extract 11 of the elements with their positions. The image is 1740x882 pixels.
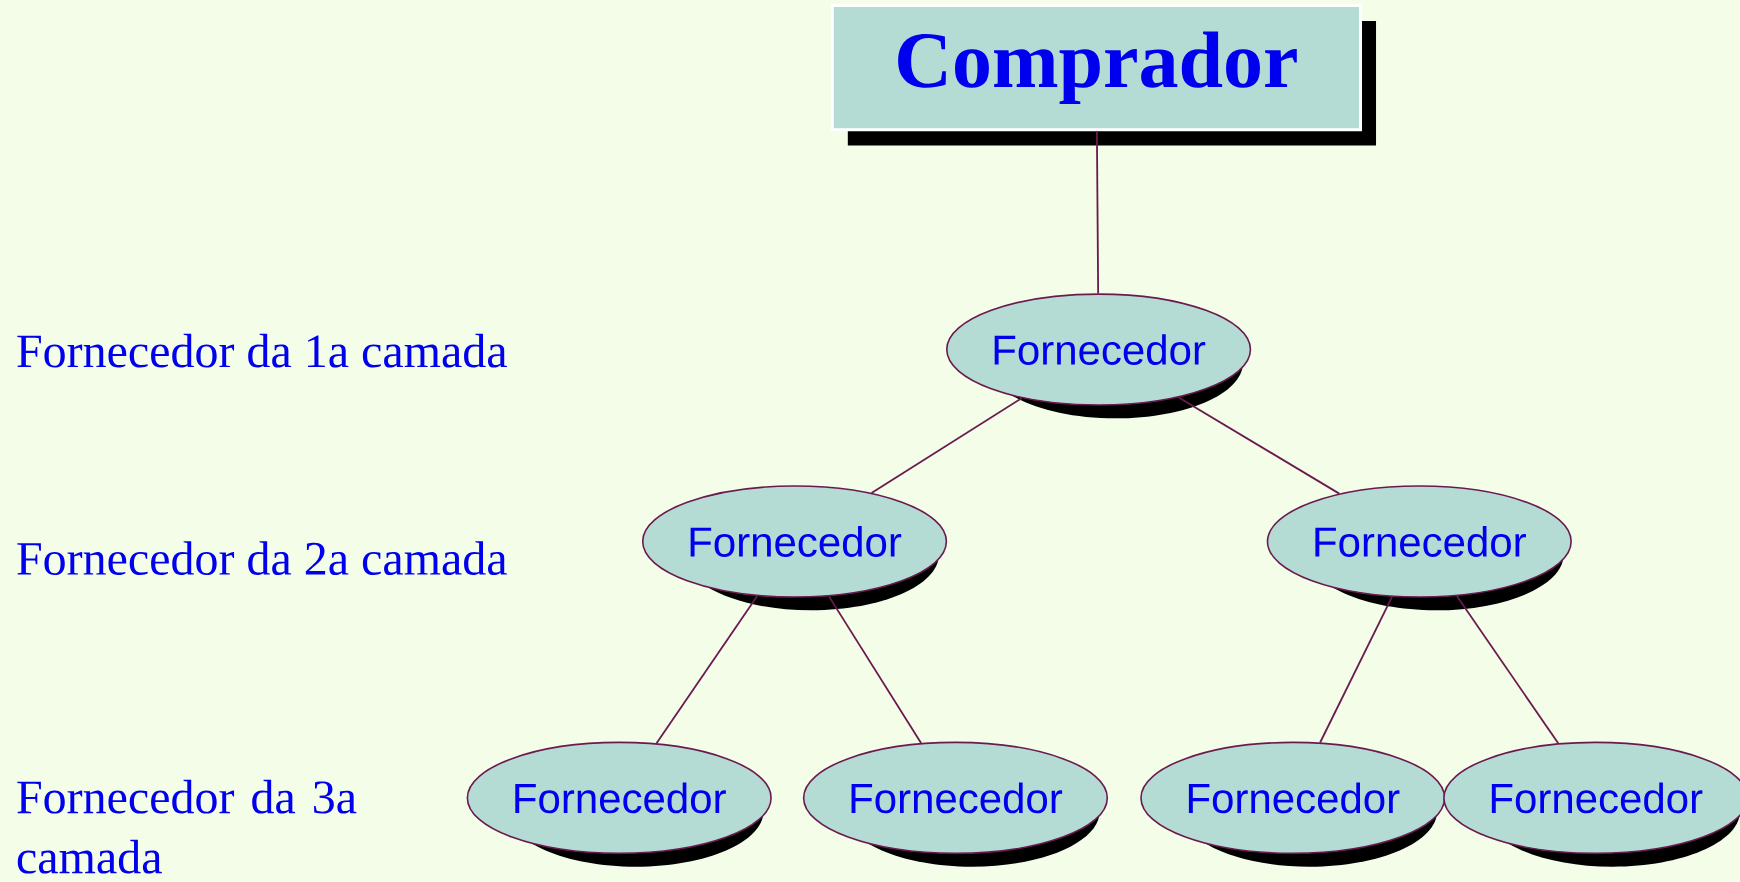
connector-line — [655, 595, 759, 745]
tier-label: Fornecedor da 3a camada — [17, 779, 357, 874]
connector-line — [1319, 595, 1393, 744]
connector-line — [828, 595, 922, 744]
title-box: Comprador — [830, 3, 1377, 146]
connector-line — [1177, 396, 1341, 495]
connector-line — [1455, 595, 1560, 745]
tier-label: Fornecedor da 2a camada — [17, 541, 507, 575]
connector-line — [1096, 130, 1100, 295]
tier-label: Fornecedor da 1a camada — [17, 333, 507, 368]
connector-line — [870, 397, 1023, 494]
